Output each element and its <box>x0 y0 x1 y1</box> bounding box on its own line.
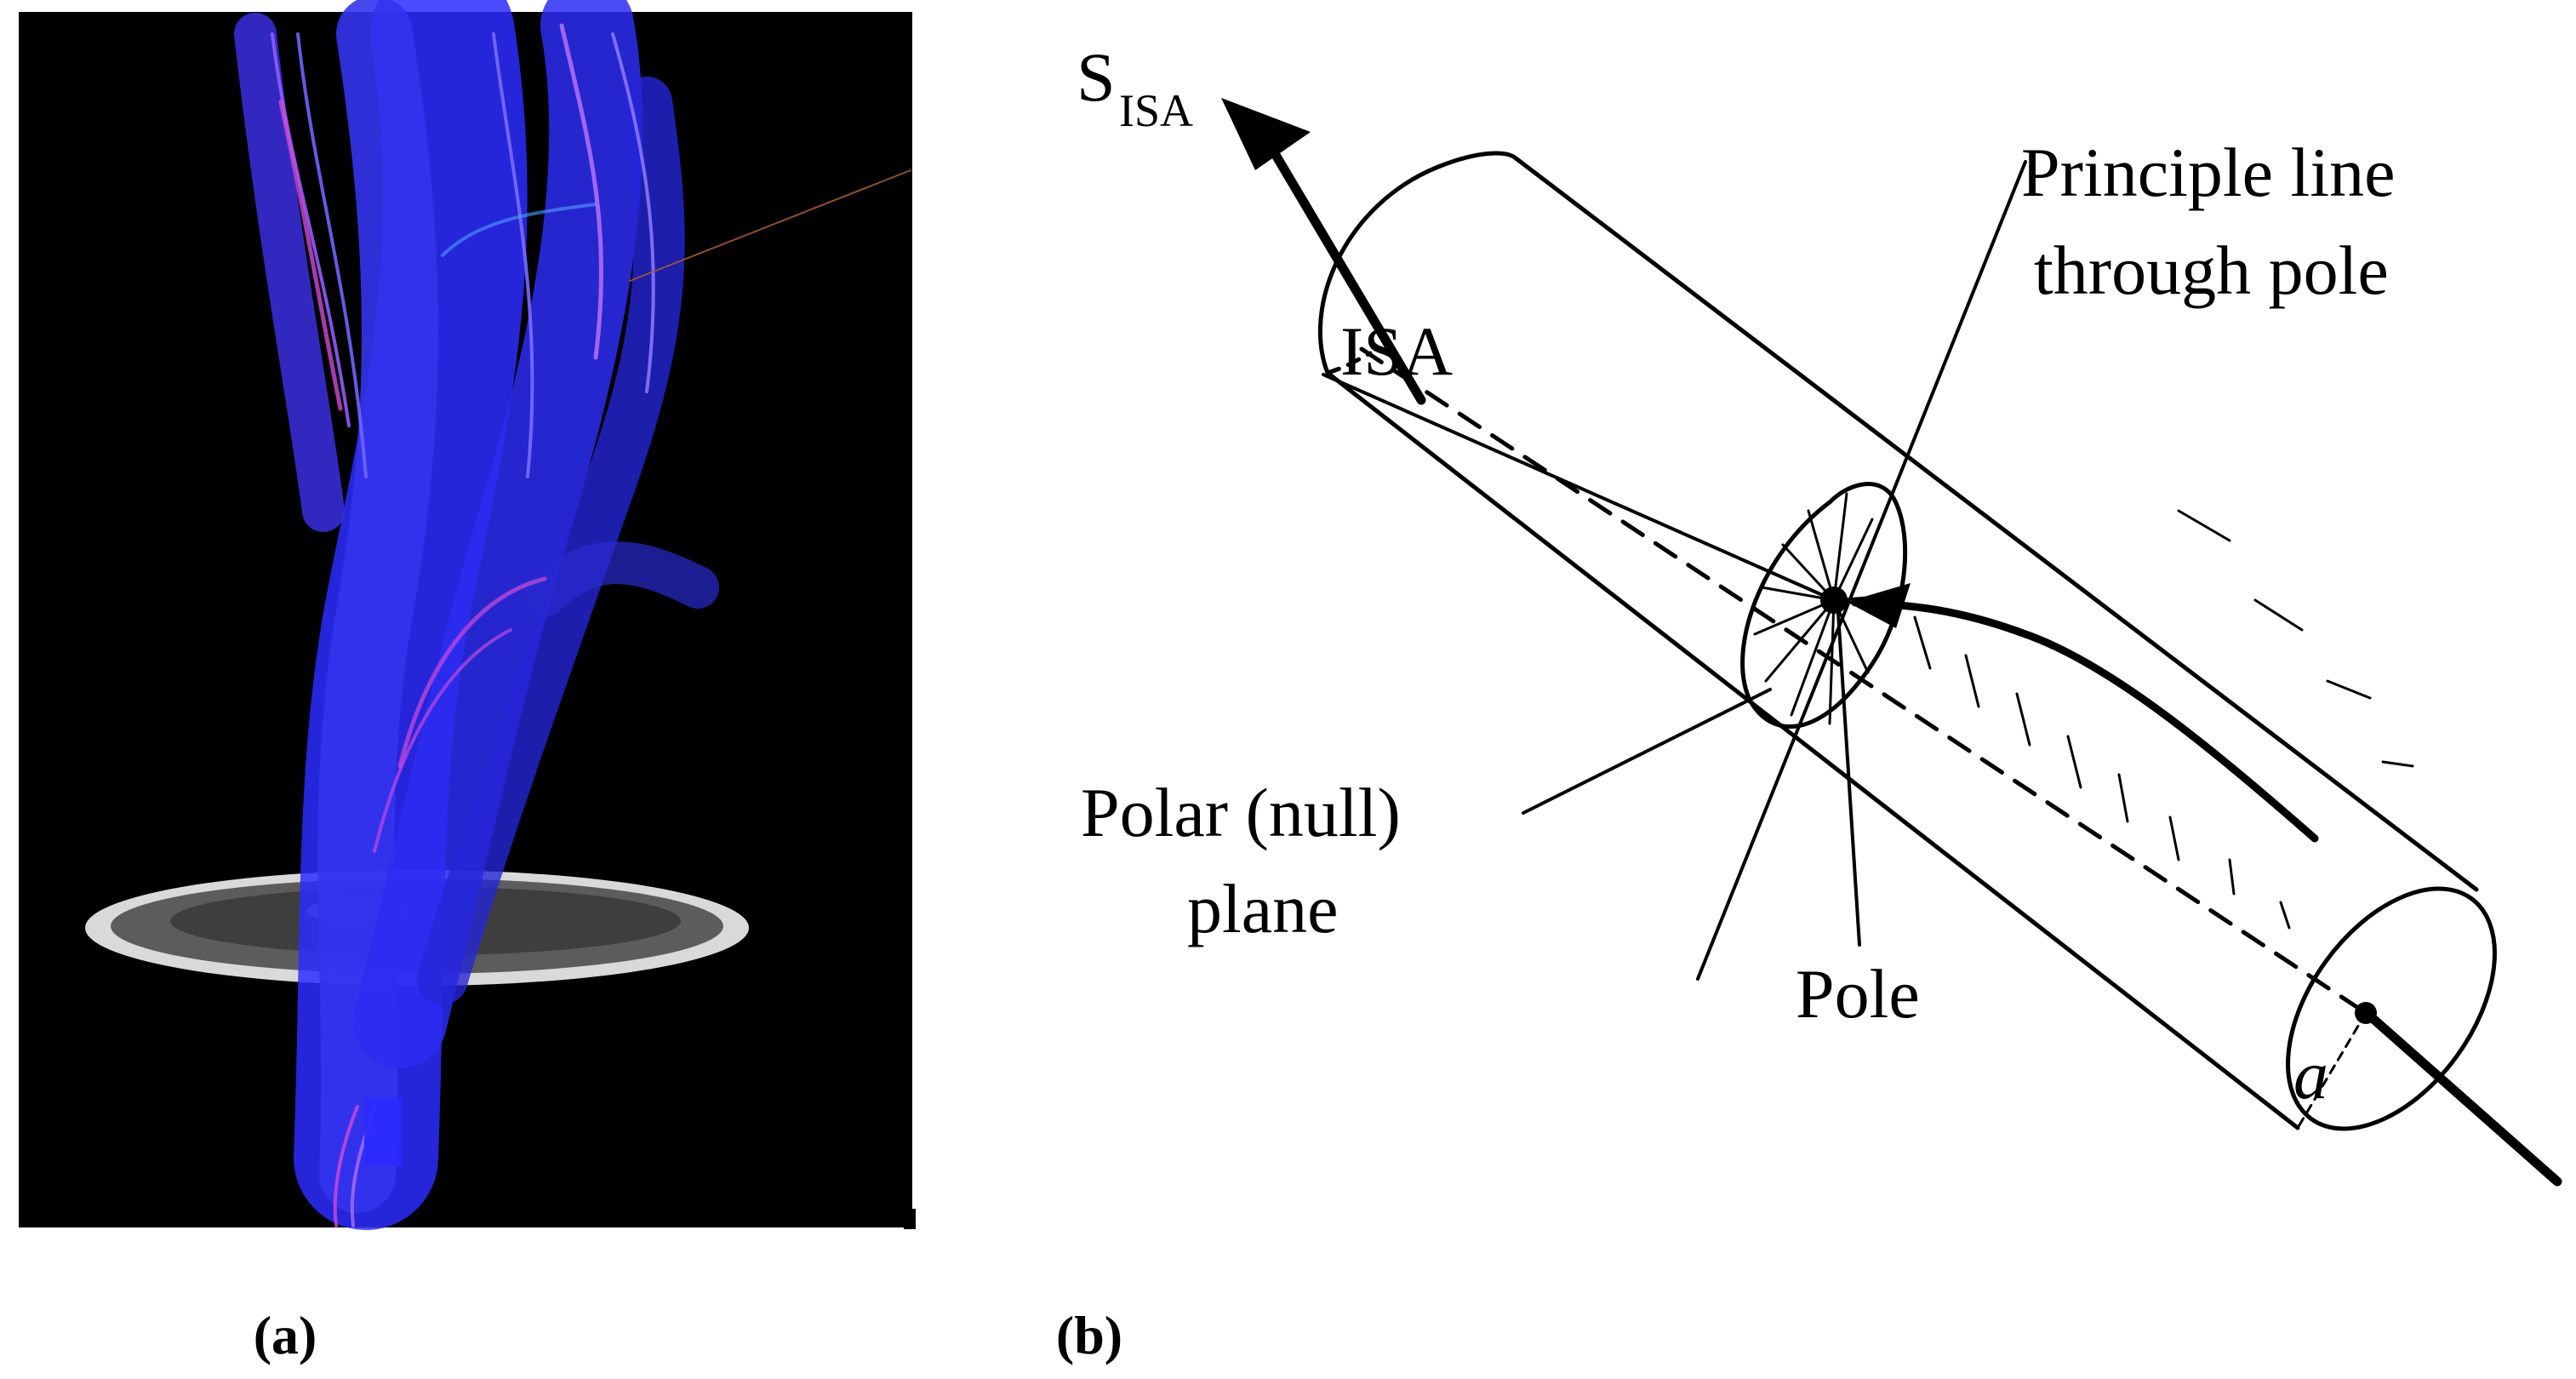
panel-b-labels: S ISA ISA Principle line through pole Po… <box>1056 38 2396 1365</box>
isa-to-pole-line <box>1322 373 1836 602</box>
principle-line <box>1696 160 2027 981</box>
far-end-cap <box>1318 151 1517 375</box>
panel-a-caption: (a) <box>254 1305 317 1365</box>
cylinder-bottom-edge <box>1325 370 2300 1130</box>
isa-axis-upper <box>1254 123 1426 405</box>
pole-label: Pole <box>1796 955 1920 1033</box>
fiber-bundle <box>234 0 911 1230</box>
polar-plane-label-1: Polar (null) <box>1081 774 1401 851</box>
line-field-ticks <box>1913 509 2414 930</box>
near-end-cap <box>2286 886 2497 1131</box>
isa-axis-arrowhead <box>1221 98 1311 170</box>
fiber-bundle-tail <box>364 1098 402 1166</box>
image-border-tick <box>904 1209 916 1229</box>
radius-label: a <box>2293 1036 2328 1113</box>
pole-leader <box>1836 611 1861 947</box>
isa-axis-lower <box>2369 1015 2562 1187</box>
axis-label-isa-subscript: ISA <box>1119 85 1193 136</box>
pole-point <box>1820 587 1848 614</box>
panel-b-caption: (b) <box>1056 1305 1122 1365</box>
cylinder-top-edge <box>1512 155 2479 892</box>
panel-a: (a) <box>19 0 916 1365</box>
polar-plane-leader <box>1522 688 1772 815</box>
principle-line-label-2: through pole <box>2034 232 2389 309</box>
far-end-cap-lower <box>1325 351 1373 375</box>
polar-plane-label-2: plane <box>1187 870 1339 947</box>
helix-arrowhead <box>1847 583 1911 628</box>
radius-line <box>2296 1011 2368 1130</box>
axis-label-s: S <box>1077 38 1116 116</box>
isa-axis-dashed <box>1359 346 2368 1016</box>
isa-label: ISA <box>1340 312 1453 390</box>
panel-b <box>1221 98 2562 1187</box>
principle-line-label-1: Principle line <box>2021 134 2396 211</box>
helix-path <box>1851 598 2319 843</box>
